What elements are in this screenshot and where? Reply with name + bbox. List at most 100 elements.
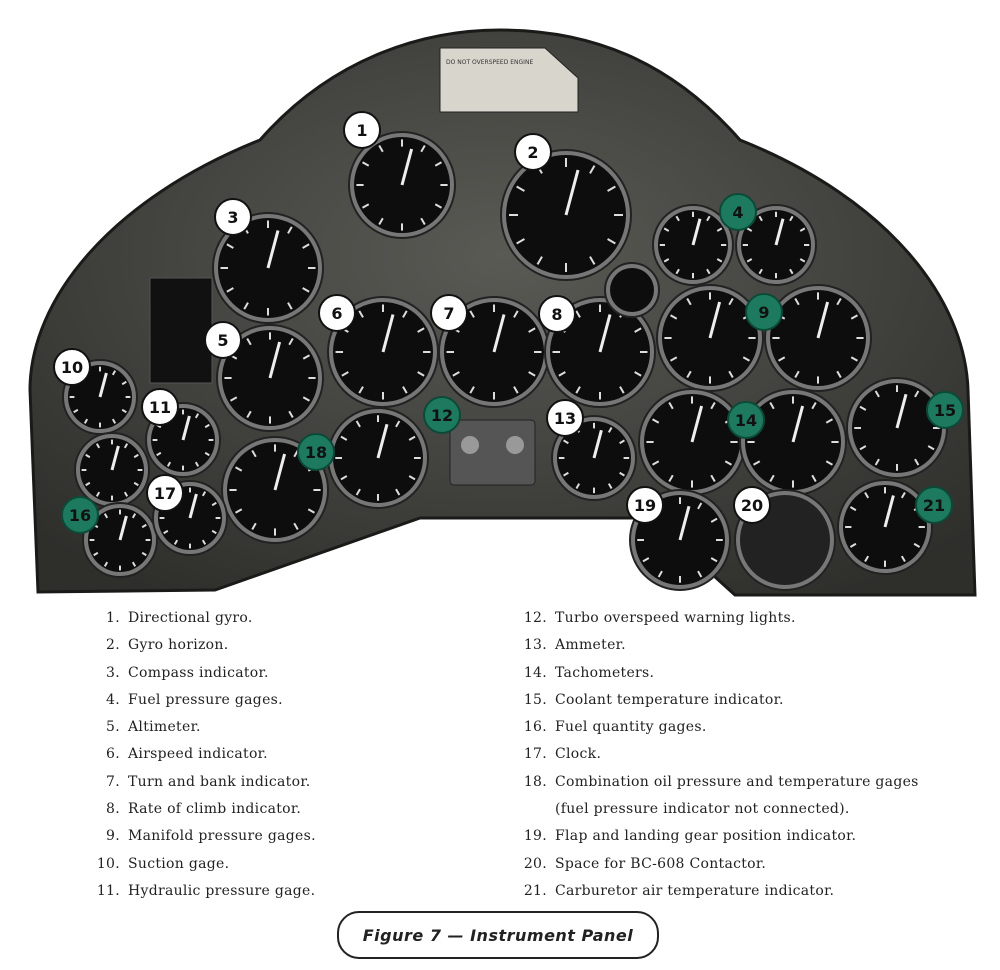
legend-number: 8. [106,801,120,818]
gage [74,432,150,508]
callout-number: 1 [356,121,367,140]
legend-number: 7. [106,773,120,790]
legend-item: 21.Carburetor air temperature indicator. [515,883,919,910]
legend-item: 8. Rate of climb indicator. [90,801,316,828]
callout-number: 3 [227,208,238,227]
callout-marker-18: 18 [297,433,335,471]
warning-lights-box [449,419,536,486]
legend-item: (fuel pressure indicator not connected). [515,801,919,828]
legend-item: 16. Fuel quantity gages. [515,719,919,746]
compass-indicator [212,212,324,324]
callout-number: 5 [217,331,228,350]
carburetor-air-temp-indicator [837,479,933,575]
callout-number: 21 [923,496,945,515]
callout-marker-12: 12 [423,396,461,434]
callout-marker-2: 2 [514,133,552,171]
directional-gyro [348,131,456,239]
legend-number: 15. [523,691,547,708]
callout-marker-8: 8 [538,295,576,333]
legend-item: 9.Manifold pressure gages. [90,828,316,855]
legend-item: 11.Hydraulic pressure gage. [90,883,316,910]
legend-right: 12. Turbo overspeed warning lights. 13. Amm… [515,610,919,910]
legend-item: 14. Tachometers. [515,665,919,692]
callout-number: 7 [443,304,454,323]
legend-text: Turn and bank indicator. [128,773,311,790]
callout-number: 12 [431,406,453,425]
placard-text: DO NOT OVERSPEED ENGINE [446,59,533,66]
legend-text: Turbo overspeed warning lights. [555,610,796,626]
legend-number: 9. [106,828,120,845]
callout-number: 13 [554,409,576,428]
altimeter [216,324,324,432]
callout-number: 16 [69,506,91,525]
callout-number: 18 [305,443,327,462]
turn-and-bank-indicator [438,296,550,408]
legend-item: 1. Directional gyro. [90,610,316,637]
legend-number: 19. [523,828,547,845]
legend-number: 6. [106,746,120,763]
callout-marker-6: 6 [318,294,356,332]
callout-marker-16: 16 [61,496,99,534]
callout-number: 17 [154,484,176,503]
callout-marker-9: 9 [745,293,783,331]
legend-number: 10. [96,855,120,872]
legend-text: Clock. [555,746,602,763]
legend-text: Ammeter. [555,637,626,654]
legend-number: 1. [106,610,120,626]
legend-text: Fuel quantity gages. [555,719,707,736]
legend-item: 18. Combination oil pressure and temperat… [515,774,919,801]
legend-item: 5.Altimeter. [90,719,316,746]
manifold-pressure-gage [764,284,872,392]
legend-text: Fuel pressure gages. [128,691,283,708]
gyro-horizon [500,149,632,281]
callout-marker-13: 13 [546,399,584,437]
legend-number: 21. [523,882,547,899]
legend-number: 13. [523,637,547,654]
legend-item: 3.Compass indicator. [90,665,316,692]
legend-item: 4. Fuel pressure gages. [90,692,316,719]
callout-number: 20 [741,496,763,515]
legend-item: 15.Coolant temperature indicator. [515,692,919,719]
ammeter [551,415,637,501]
callout-number: 19 [634,496,656,515]
legend-left: 1. Directional gyro. 2.Gyro horizon.3.Comp… [90,610,316,910]
legend-item: 17. Clock. [515,746,919,773]
legend-item: 6.Airspeed indicator. [90,746,316,773]
legend-number: 18. [523,773,547,790]
placard: DO NOT OVERSPEED ENGINE [439,47,579,113]
legend-number: 3. [106,664,120,681]
legend-item: 10.Suction gage. [90,856,316,883]
knob [604,262,660,318]
callout-number: 2 [527,143,538,162]
fuel-quantity-gage [82,502,158,578]
legend-item: 19. Flap and landing gear position indica… [515,828,919,855]
legend-text: Directional gyro. [128,610,253,626]
legend-number: 4. [106,691,120,708]
callout-marker-20: 20 [733,486,771,524]
callout-marker-4: 4 [719,193,757,231]
legend-text: Gyro horizon. [128,637,229,654]
legend-number: 16. [523,719,547,736]
callout-number: 14 [735,411,757,430]
legend-number [515,801,547,828]
callout-marker-11: 11 [141,388,179,426]
legend-number: 5. [106,719,120,736]
legend-number: 14. [523,664,547,681]
legend-number: 20. [523,855,547,872]
callout-number: 10 [61,358,83,377]
callout-marker-14: 14 [727,401,765,439]
legend-number: 17. [523,746,547,763]
legend-item: 20.Space for BC-608 Contactor. [515,856,919,883]
legend-text: Rate of climb indicator. [128,801,302,818]
manifold-pressure-gage [656,284,764,392]
tachometer [638,388,746,496]
legend-text: Tachometers. [555,664,655,681]
legend-text: Combination oil pressure and temperature… [555,773,919,790]
legend-number: 12. [523,610,547,626]
callout-marker-5: 5 [204,321,242,359]
legend-text: Flap and landing gear position indicator… [555,828,857,845]
legend-item: 7. Turn and bank indicator. [90,774,316,801]
legend-item: 2.Gyro horizon. [90,637,316,664]
callout-number: 9 [758,303,769,322]
